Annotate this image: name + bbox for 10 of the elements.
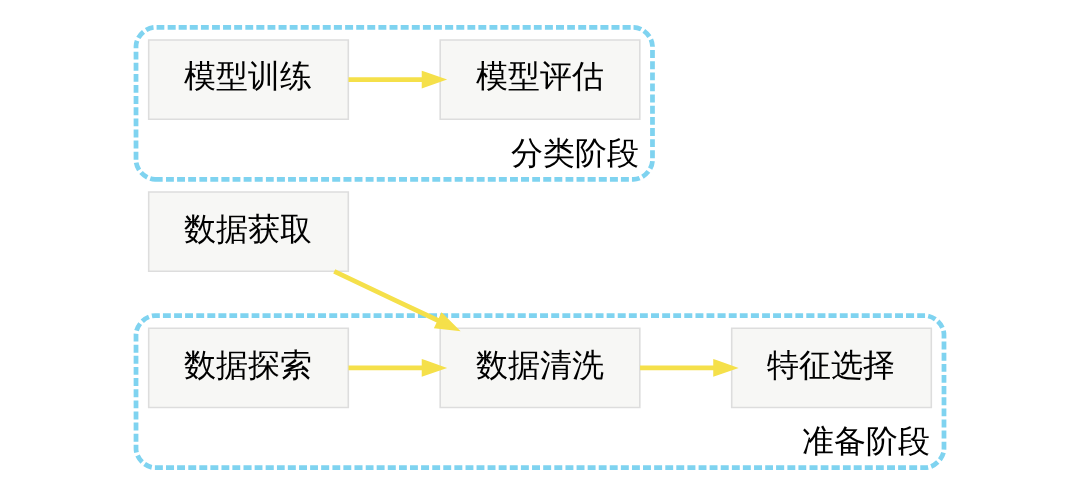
node-box: 模型评估 — [439, 39, 641, 120]
node-box: 特征选择 — [730, 327, 933, 409]
node-box: 数据探索 — [147, 327, 350, 409]
arrow — [348, 70, 448, 89]
node-box: 数据清洗 — [439, 327, 641, 409]
arrow — [333, 269, 461, 332]
arrow — [348, 359, 448, 377]
arrow — [640, 359, 739, 377]
node-box: 模型训练 — [147, 39, 350, 120]
node-box: 数据获取 — [147, 191, 350, 273]
